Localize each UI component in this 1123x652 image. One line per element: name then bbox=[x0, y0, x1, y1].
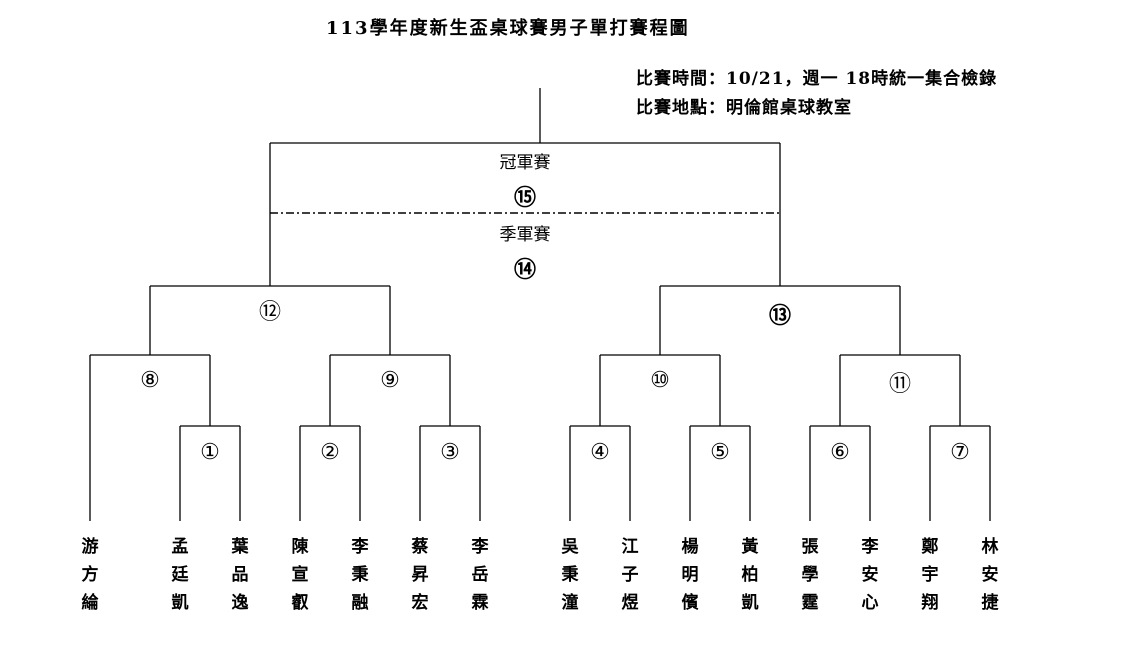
bracket-title: 113學年度新生盃桌球賽男子單打賽程圖 bbox=[326, 18, 690, 39]
match-9-number: ⑨ bbox=[380, 368, 400, 393]
first-round-lines bbox=[179, 425, 991, 521]
player-name: 蔡昇宏 bbox=[411, 537, 429, 613]
third-place-label: 季軍賽 bbox=[499, 225, 551, 245]
match-11-number: ⑪ bbox=[888, 372, 911, 397]
player-name: 孟廷凱 bbox=[171, 537, 189, 613]
third-place-match-number: ⑭ bbox=[513, 257, 536, 283]
player-name: 陳宣叡 bbox=[291, 537, 309, 613]
match-1-number: ① bbox=[200, 440, 220, 465]
player-name: 黃柏凱 bbox=[741, 537, 759, 613]
match-time-info: 比賽時間：10/21，週一 18時統一集合檢錄 bbox=[636, 69, 998, 89]
player-name: 江子煜 bbox=[621, 537, 639, 613]
championship-label: 冠軍賽 bbox=[499, 153, 551, 173]
player-name: 李岳霖 bbox=[471, 537, 489, 613]
championship-match-number: ⑮ bbox=[513, 185, 536, 211]
player-name: 李安心 bbox=[861, 537, 879, 613]
player-name: 葉品逸 bbox=[231, 537, 249, 613]
player-name: 鄭宇翔 bbox=[921, 537, 939, 613]
player-name: 張學霆 bbox=[801, 537, 819, 613]
match-6-number: ⑥ bbox=[830, 440, 850, 465]
match-8-number: ⑧ bbox=[140, 368, 160, 393]
player-name: 李秉融 bbox=[351, 537, 369, 613]
match-10-number: ⑩ bbox=[650, 368, 670, 393]
player-name: 楊明儐 bbox=[681, 537, 699, 613]
match-7-number: ⑦ bbox=[950, 440, 970, 465]
player-name: 吳秉潼 bbox=[561, 537, 579, 613]
match-12-number: ⑫ bbox=[258, 300, 281, 325]
match-13-number: ⑬ bbox=[768, 303, 791, 329]
player-name: 游方綸 bbox=[81, 537, 99, 613]
match-2-number: ② bbox=[320, 440, 340, 465]
match-3-number: ③ bbox=[440, 440, 460, 465]
match-5-number: ⑤ bbox=[710, 440, 730, 465]
match-4-number: ④ bbox=[590, 440, 610, 465]
match-venue-info: 比賽地點：明倫館桌球教室 bbox=[636, 98, 852, 118]
player-name: 林安捷 bbox=[981, 537, 999, 613]
